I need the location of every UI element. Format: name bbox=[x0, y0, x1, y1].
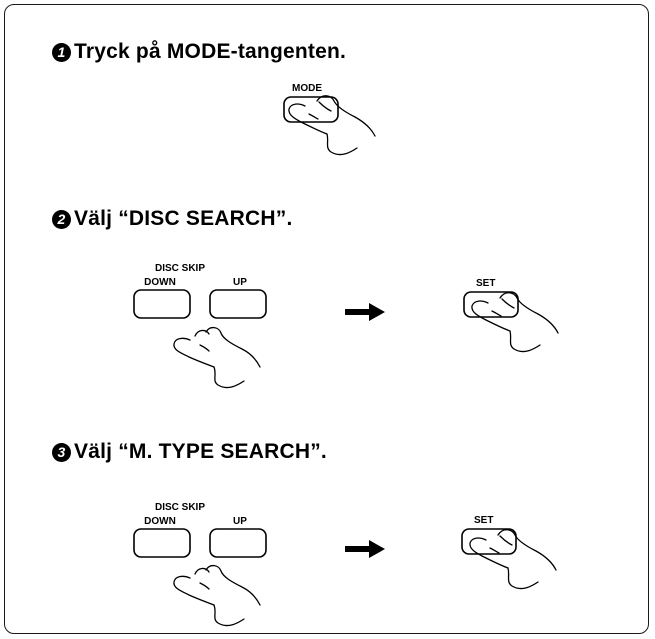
step-2-set-label: SET bbox=[476, 278, 495, 289]
step-2-number: 2 bbox=[52, 209, 71, 229]
step-3-number: 3 bbox=[52, 442, 71, 462]
step-3-set-button: SET bbox=[461, 515, 517, 555]
step-2-up-label: UP bbox=[233, 277, 247, 288]
mode-button-label: MODE bbox=[292, 83, 322, 94]
step-3-heading: 3 Välj “M. TYPE SEARCH”. bbox=[52, 440, 327, 464]
step-1-number: 1 bbox=[52, 42, 71, 62]
step-3-set-label: SET bbox=[474, 515, 493, 526]
pressing-hand-icon bbox=[173, 326, 261, 389]
step-2-set-button: SET bbox=[463, 278, 519, 318]
mode-button-illustration: MODE bbox=[283, 83, 339, 123]
step-3-text: Välj “M. TYPE SEARCH”. bbox=[74, 440, 327, 463]
step-3-up-label: UP bbox=[233, 516, 247, 527]
step-2-disc-skip-label: DISC SKIP bbox=[155, 263, 205, 274]
step-2-disc-skip-buttons: DISC SKIP DOWN UP bbox=[133, 263, 267, 319]
instruction-frame bbox=[4, 4, 649, 634]
step-3-disc-skip-label: DISC SKIP bbox=[155, 502, 205, 513]
right-arrow-icon bbox=[345, 540, 385, 558]
step-1-heading: 1 Tryck på MODE-tangenten. bbox=[52, 40, 346, 64]
step-3-down-label: DOWN bbox=[144, 516, 176, 527]
step-1-text: Tryck på MODE-tangenten. bbox=[74, 40, 347, 63]
step-2-down-label: DOWN bbox=[144, 277, 176, 288]
pressing-hand-icon bbox=[173, 564, 261, 627]
right-arrow-icon bbox=[345, 303, 385, 321]
step-2-heading: 2 Välj “DISC SEARCH”. bbox=[52, 207, 293, 231]
step-2-text: Välj “DISC SEARCH”. bbox=[74, 207, 293, 230]
step-3-disc-skip-buttons: DISC SKIP DOWN UP bbox=[133, 502, 267, 558]
